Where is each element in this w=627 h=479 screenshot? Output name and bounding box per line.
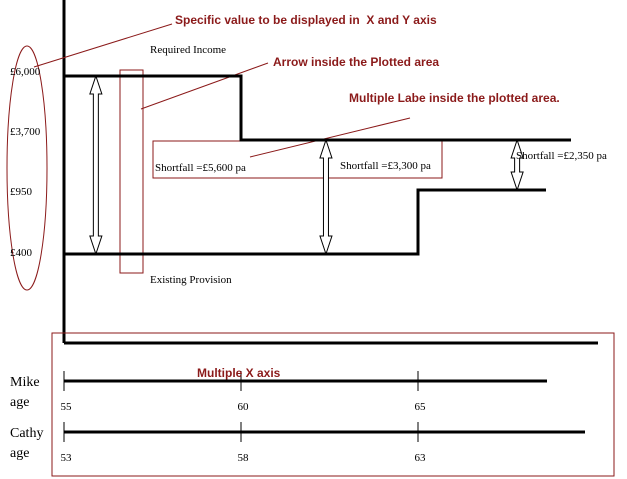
x-tick-label: 55 <box>61 401 73 413</box>
shortfall-arrow <box>319 138 333 256</box>
y-tick-label: £3,700 <box>10 126 41 138</box>
shortfall-arrow <box>510 138 524 192</box>
callout-line-labels <box>249 117 411 158</box>
series-label-required-income: Required Income <box>150 44 226 56</box>
arrow-layer <box>89 74 524 256</box>
annotation-axis-values: Specific value to be displayed in X and … <box>175 13 437 27</box>
x-axis-name-mike: Mike age <box>10 375 43 410</box>
shortfall-arrow <box>89 74 103 256</box>
x-axis-name-cathy: Cathy age <box>10 426 47 461</box>
x-tick-label: 63 <box>415 452 427 464</box>
shortfall-label: Shortfall =£5,600 pa <box>155 162 246 174</box>
callout-line-arrow <box>140 62 269 110</box>
series-line <box>64 188 546 256</box>
callout-line-axis <box>33 23 173 68</box>
x-tick-label: 65 <box>415 401 427 413</box>
multiple-x-axis-box <box>51 332 615 477</box>
y-tick-label: £400 <box>10 247 33 259</box>
shortfall-label-highlight-box <box>152 140 443 179</box>
annotation-multiple-x-axis: Multiple X axis <box>197 366 281 380</box>
x-tick-label: 60 <box>238 401 250 413</box>
annotation-multiple-labels: Multiple Labe inside the plotted area. <box>349 91 560 105</box>
y-tick-label: £6,000 <box>10 66 41 78</box>
shortfall-label: Shortfall =£2,350 pa <box>516 150 607 162</box>
series-label-existing-provision: Existing Provision <box>150 274 232 286</box>
arrow-highlight-box <box>119 69 144 274</box>
x-tick-label: 58 <box>238 452 250 464</box>
series-layer <box>64 74 571 256</box>
x-axes-layer: 55 60 65 53 58 63 <box>61 371 585 464</box>
y-tick-highlight-ellipse <box>6 45 48 291</box>
shortfall-label: Shortfall =£3,300 pa <box>340 160 431 172</box>
x-tick-label: 53 <box>61 452 73 464</box>
annotation-arrow: Arrow inside the Plotted area <box>273 55 439 69</box>
series-line <box>64 74 571 142</box>
y-tick-label: £950 <box>10 186 33 198</box>
